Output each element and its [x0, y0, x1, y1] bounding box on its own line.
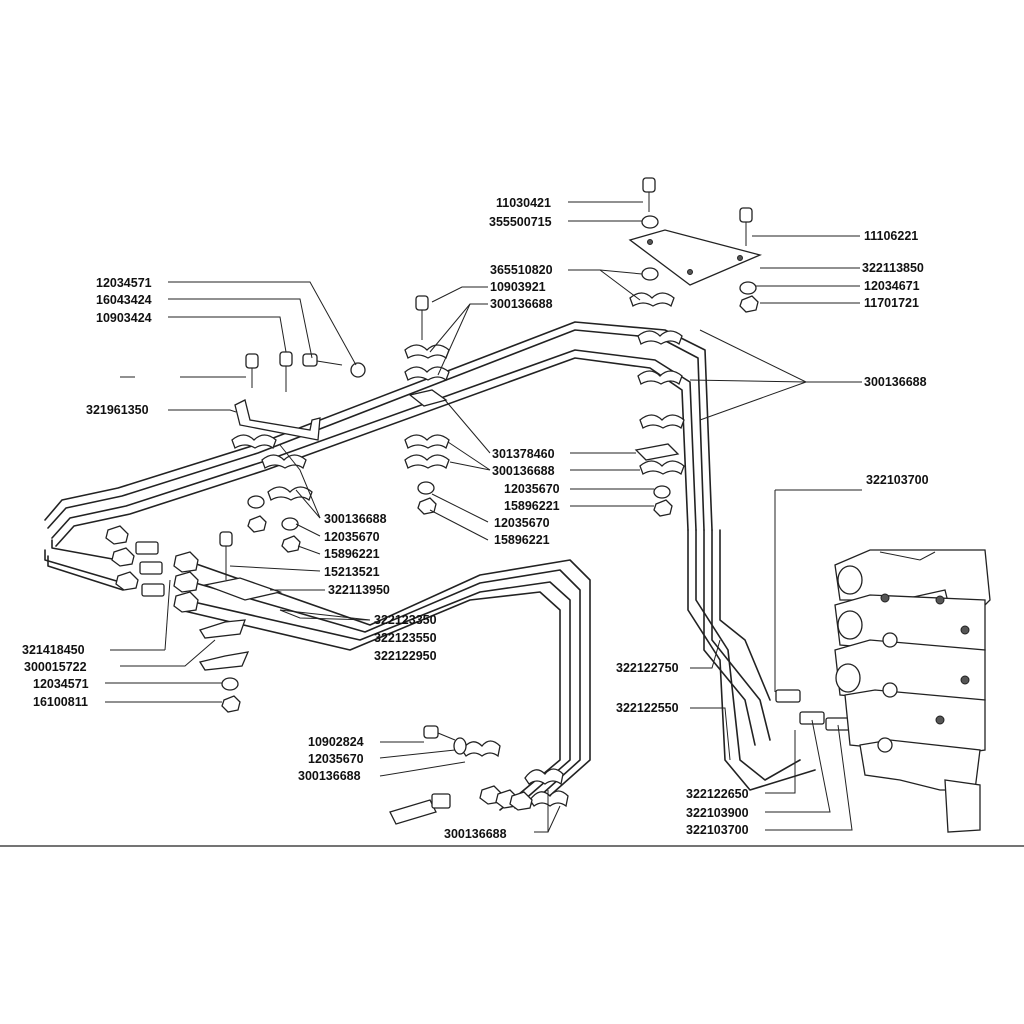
label-12034571-bottom: 12034571 — [33, 677, 89, 691]
label-12034571-top: 12034571 — [96, 276, 152, 290]
label-322122650: 322122650 — [686, 787, 749, 801]
pipe-bundle-upper — [44, 321, 713, 591]
part-labels: 11030421 355500715 11106221 365510820 10… — [22, 196, 929, 841]
label-322122750: 322122750 — [616, 661, 679, 675]
control-valve-block — [834, 549, 991, 833]
label-10902824: 10902824 — [308, 735, 364, 749]
label-322113950: 322113950 — [328, 583, 390, 597]
label-322113850: 322113850 — [862, 261, 924, 275]
label-11701721: 11701721 — [864, 296, 919, 310]
label-16100811: 16100811 — [33, 695, 88, 709]
label-15896221-mid2: 15896221 — [494, 533, 550, 547]
label-10903921: 10903921 — [490, 280, 546, 294]
label-300136688-bottom: 300136688 — [298, 769, 361, 783]
clamp-300015722-a — [199, 619, 246, 639]
label-322123550: 322123550 — [374, 631, 437, 645]
bolts — [219, 177, 753, 741]
label-300136688-lower: 300136688 — [444, 827, 507, 841]
label-355500715: 355500715 — [489, 215, 552, 229]
label-321418450: 321418450 — [22, 643, 85, 657]
fittings — [105, 525, 851, 825]
label-322123350: 322123350 — [374, 613, 437, 627]
washers-nuts — [221, 215, 759, 755]
plate-322113950 — [202, 577, 283, 601]
label-300136688-top: 300136688 — [490, 297, 553, 311]
label-321961350: 321961350 — [86, 403, 149, 417]
label-11030421: 11030421 — [496, 196, 551, 210]
label-300136688-mid: 300136688 — [492, 464, 555, 478]
label-322103700-bottom: 322103700 — [686, 823, 749, 837]
label-15896221-left: 15896221 — [324, 547, 380, 561]
label-15213521: 15213521 — [324, 565, 380, 579]
label-322122950: 322122950 — [374, 649, 437, 663]
pipe-bundle-lower — [179, 559, 591, 811]
label-12035670-left: 12035670 — [324, 530, 380, 544]
leader-lines — [105, 201, 862, 833]
label-300015722: 300015722 — [24, 660, 87, 674]
label-12035670-mid: 12035670 — [504, 482, 560, 496]
label-11106221: 11106221 — [864, 229, 918, 243]
clamp-300015722-b — [198, 651, 250, 671]
bracket-321961350 — [234, 399, 321, 441]
label-300136688-right: 300136688 — [864, 375, 927, 389]
label-365510820: 365510820 — [490, 263, 553, 277]
label-322103700-top: 322103700 — [866, 473, 929, 487]
label-16043424: 16043424 — [96, 293, 152, 307]
label-10903424: 10903424 — [96, 311, 152, 325]
label-12035670-bottom: 12035670 — [308, 752, 364, 766]
label-12034671: 12034671 — [864, 279, 920, 293]
label-15896221-mid: 15896221 — [504, 499, 560, 513]
pipe-bundle-right-vertical — [687, 529, 816, 791]
label-300136688-left: 300136688 — [324, 512, 387, 526]
label-322103900: 322103900 — [686, 806, 749, 820]
label-322122550: 322122550 — [616, 701, 679, 715]
label-301378460: 301378460 — [492, 447, 555, 461]
pipe-clips — [231, 292, 685, 808]
label-12035670-mid2: 12035670 — [494, 516, 550, 530]
plate-322113850 — [628, 229, 762, 286]
